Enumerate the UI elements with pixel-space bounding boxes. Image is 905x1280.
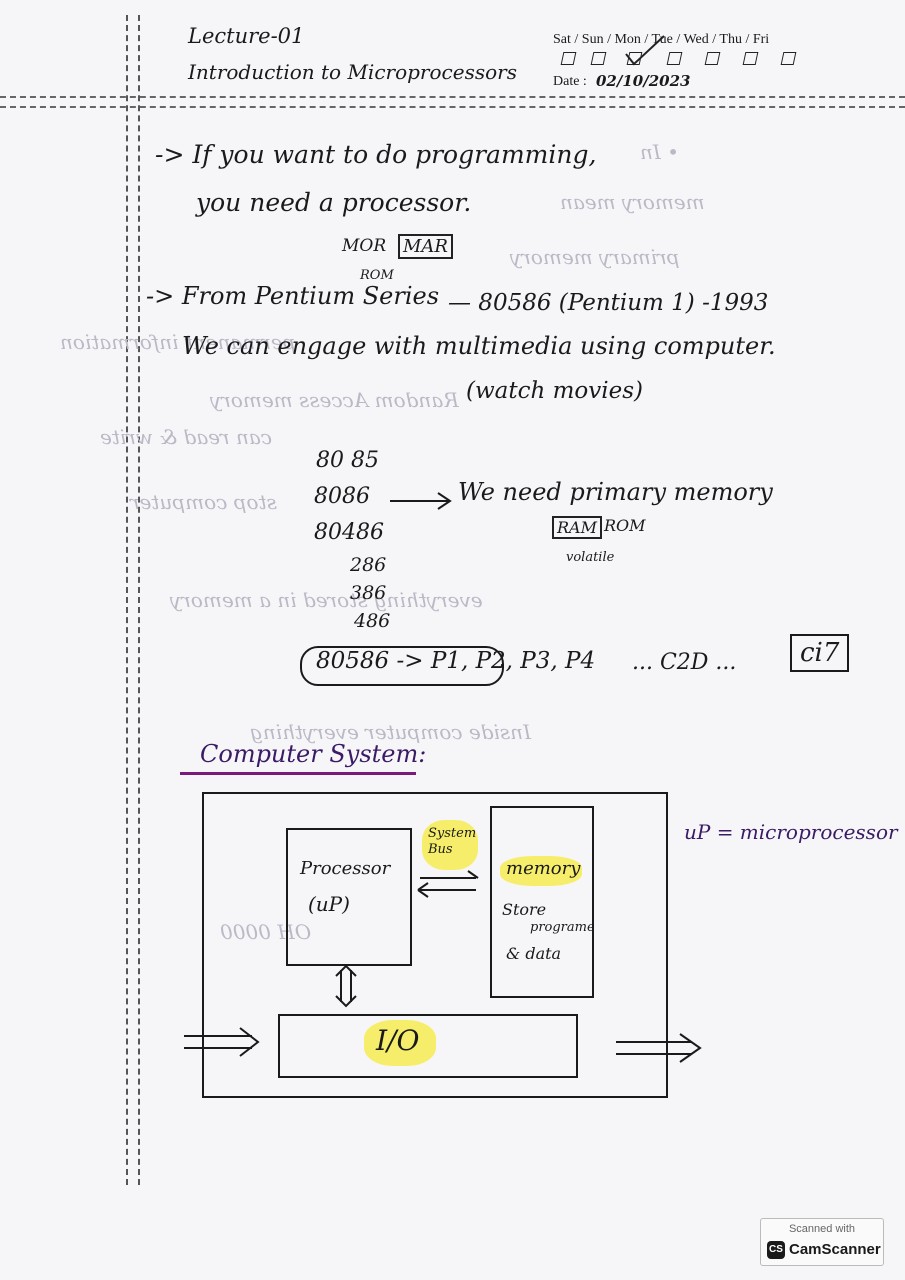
day-box <box>704 52 721 65</box>
day-box <box>742 52 759 65</box>
day-box <box>666 52 683 65</box>
chain-c2d: ... C2D ... <box>632 650 737 675</box>
mar-box: MAR <box>398 234 453 259</box>
note-primary-memory: We need primary memory <box>458 478 773 506</box>
mor-label: MOR <box>342 236 387 256</box>
data-label: & data <box>506 944 562 963</box>
ghost-text: Random Access memory <box>210 388 459 412</box>
chip-286: 286 <box>350 554 387 576</box>
camscanner-watermark: Scanned with CS CamScanner <box>760 1218 884 1266</box>
chip-8086: 8086 <box>314 484 370 509</box>
note-line-80586: — 80586 (Pentium 1) -1993 <box>448 290 769 316</box>
chip-386: 386 <box>350 582 387 604</box>
vertical-arrow-icon <box>335 964 357 1008</box>
memory-box <box>490 806 594 998</box>
margin-line <box>126 15 140 1185</box>
check-mark-icon <box>625 35 665 66</box>
camscanner-brand: CamScanner <box>789 1241 881 1258</box>
bus-highlight <box>422 820 478 870</box>
up-definition-note: uP = microprocessor <box>684 820 898 844</box>
ghost-text: stop computer <box>130 490 277 514</box>
camscanner-logo-icon: CS <box>767 1241 785 1259</box>
computer-system-frame <box>202 792 668 1098</box>
note-line-multimedia: We can engage with multimedia using comp… <box>182 332 776 360</box>
ghost-text: • In <box>640 140 679 164</box>
note-line-programming: -> If you want to do programming, <box>155 140 597 169</box>
programe-label: programe <box>530 920 595 935</box>
ghost-text: memory mean <box>560 190 705 214</box>
date-value: 02/10/2023 <box>596 72 691 90</box>
chain-pentium: 80586 -> P1, P2, P3, P4 <box>316 648 596 674</box>
output-arrow-icon <box>616 1033 702 1063</box>
up-label: (uP) <box>308 892 350 916</box>
diagram-heading: Computer System: <box>200 740 427 768</box>
store-label: Store <box>502 900 547 919</box>
scanned-with-text: Scanned with <box>788 1223 856 1235</box>
ram-box: RAM <box>552 516 602 539</box>
input-arrow-icon <box>184 1027 260 1057</box>
processor-box <box>286 828 412 966</box>
processor-label: Processor <box>300 858 391 879</box>
bidirectional-arrow-icon <box>417 870 479 898</box>
date-label: Date : <box>553 74 587 89</box>
memory-highlight <box>500 856 582 886</box>
header-rule <box>0 96 905 108</box>
ci7-box: ci7 <box>790 634 850 672</box>
lecture-number: Lecture-01 <box>188 24 305 48</box>
ghost-text: everything stored in a memory <box>170 588 483 612</box>
io-label: I/O <box>376 1024 420 1057</box>
rom-note: ROM <box>604 516 646 535</box>
note-line-pentium: -> From Pentium Series <box>146 282 440 310</box>
chip-486: 486 <box>354 610 391 632</box>
io-highlight <box>364 1020 436 1066</box>
ghost-text: can read & write <box>100 425 272 449</box>
chip-chain-oval <box>300 646 504 686</box>
day-box <box>590 52 607 65</box>
day-box <box>560 52 577 65</box>
lecture-title: Introduction to Microprocessors <box>188 60 517 84</box>
volatile-note: volatile <box>566 550 615 565</box>
memory-label: memory <box>506 858 581 879</box>
day-box <box>780 52 797 65</box>
ghost-text: primary memory <box>510 245 680 269</box>
heading-underline <box>180 772 416 775</box>
note-line-processor: you need a processor. <box>196 188 472 217</box>
chip-8085: 80 85 <box>316 448 379 473</box>
chip-80486: 80486 <box>314 520 384 545</box>
system-bus-label: System Bus <box>428 826 477 857</box>
rom-label: ROM <box>360 268 394 283</box>
arrow-right-icon <box>390 492 452 510</box>
note-watch-movies: (watch movies) <box>466 378 644 404</box>
io-box <box>278 1014 578 1078</box>
